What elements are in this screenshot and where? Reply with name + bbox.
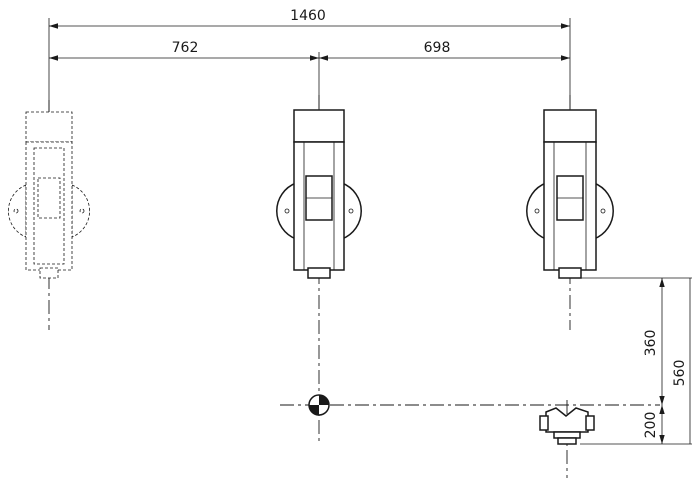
end-effector-bottom-right xyxy=(539,400,595,478)
right-span-label: 698 xyxy=(424,40,451,56)
total-height-label: 560 xyxy=(672,360,688,387)
robot-left-ghost xyxy=(7,100,91,330)
side-dimensions: 360 200 560 xyxy=(578,277,692,445)
overall-width-label: 1460 xyxy=(290,8,326,24)
lower-height-label: 200 xyxy=(643,412,659,439)
top-dimensions: 1460 762 698 xyxy=(48,8,571,112)
center-of-gravity-icon xyxy=(280,394,660,416)
upper-height-label: 360 xyxy=(643,330,659,357)
robot-middle xyxy=(276,95,362,445)
robot-right xyxy=(526,95,614,330)
left-span-label: 762 xyxy=(172,40,199,56)
